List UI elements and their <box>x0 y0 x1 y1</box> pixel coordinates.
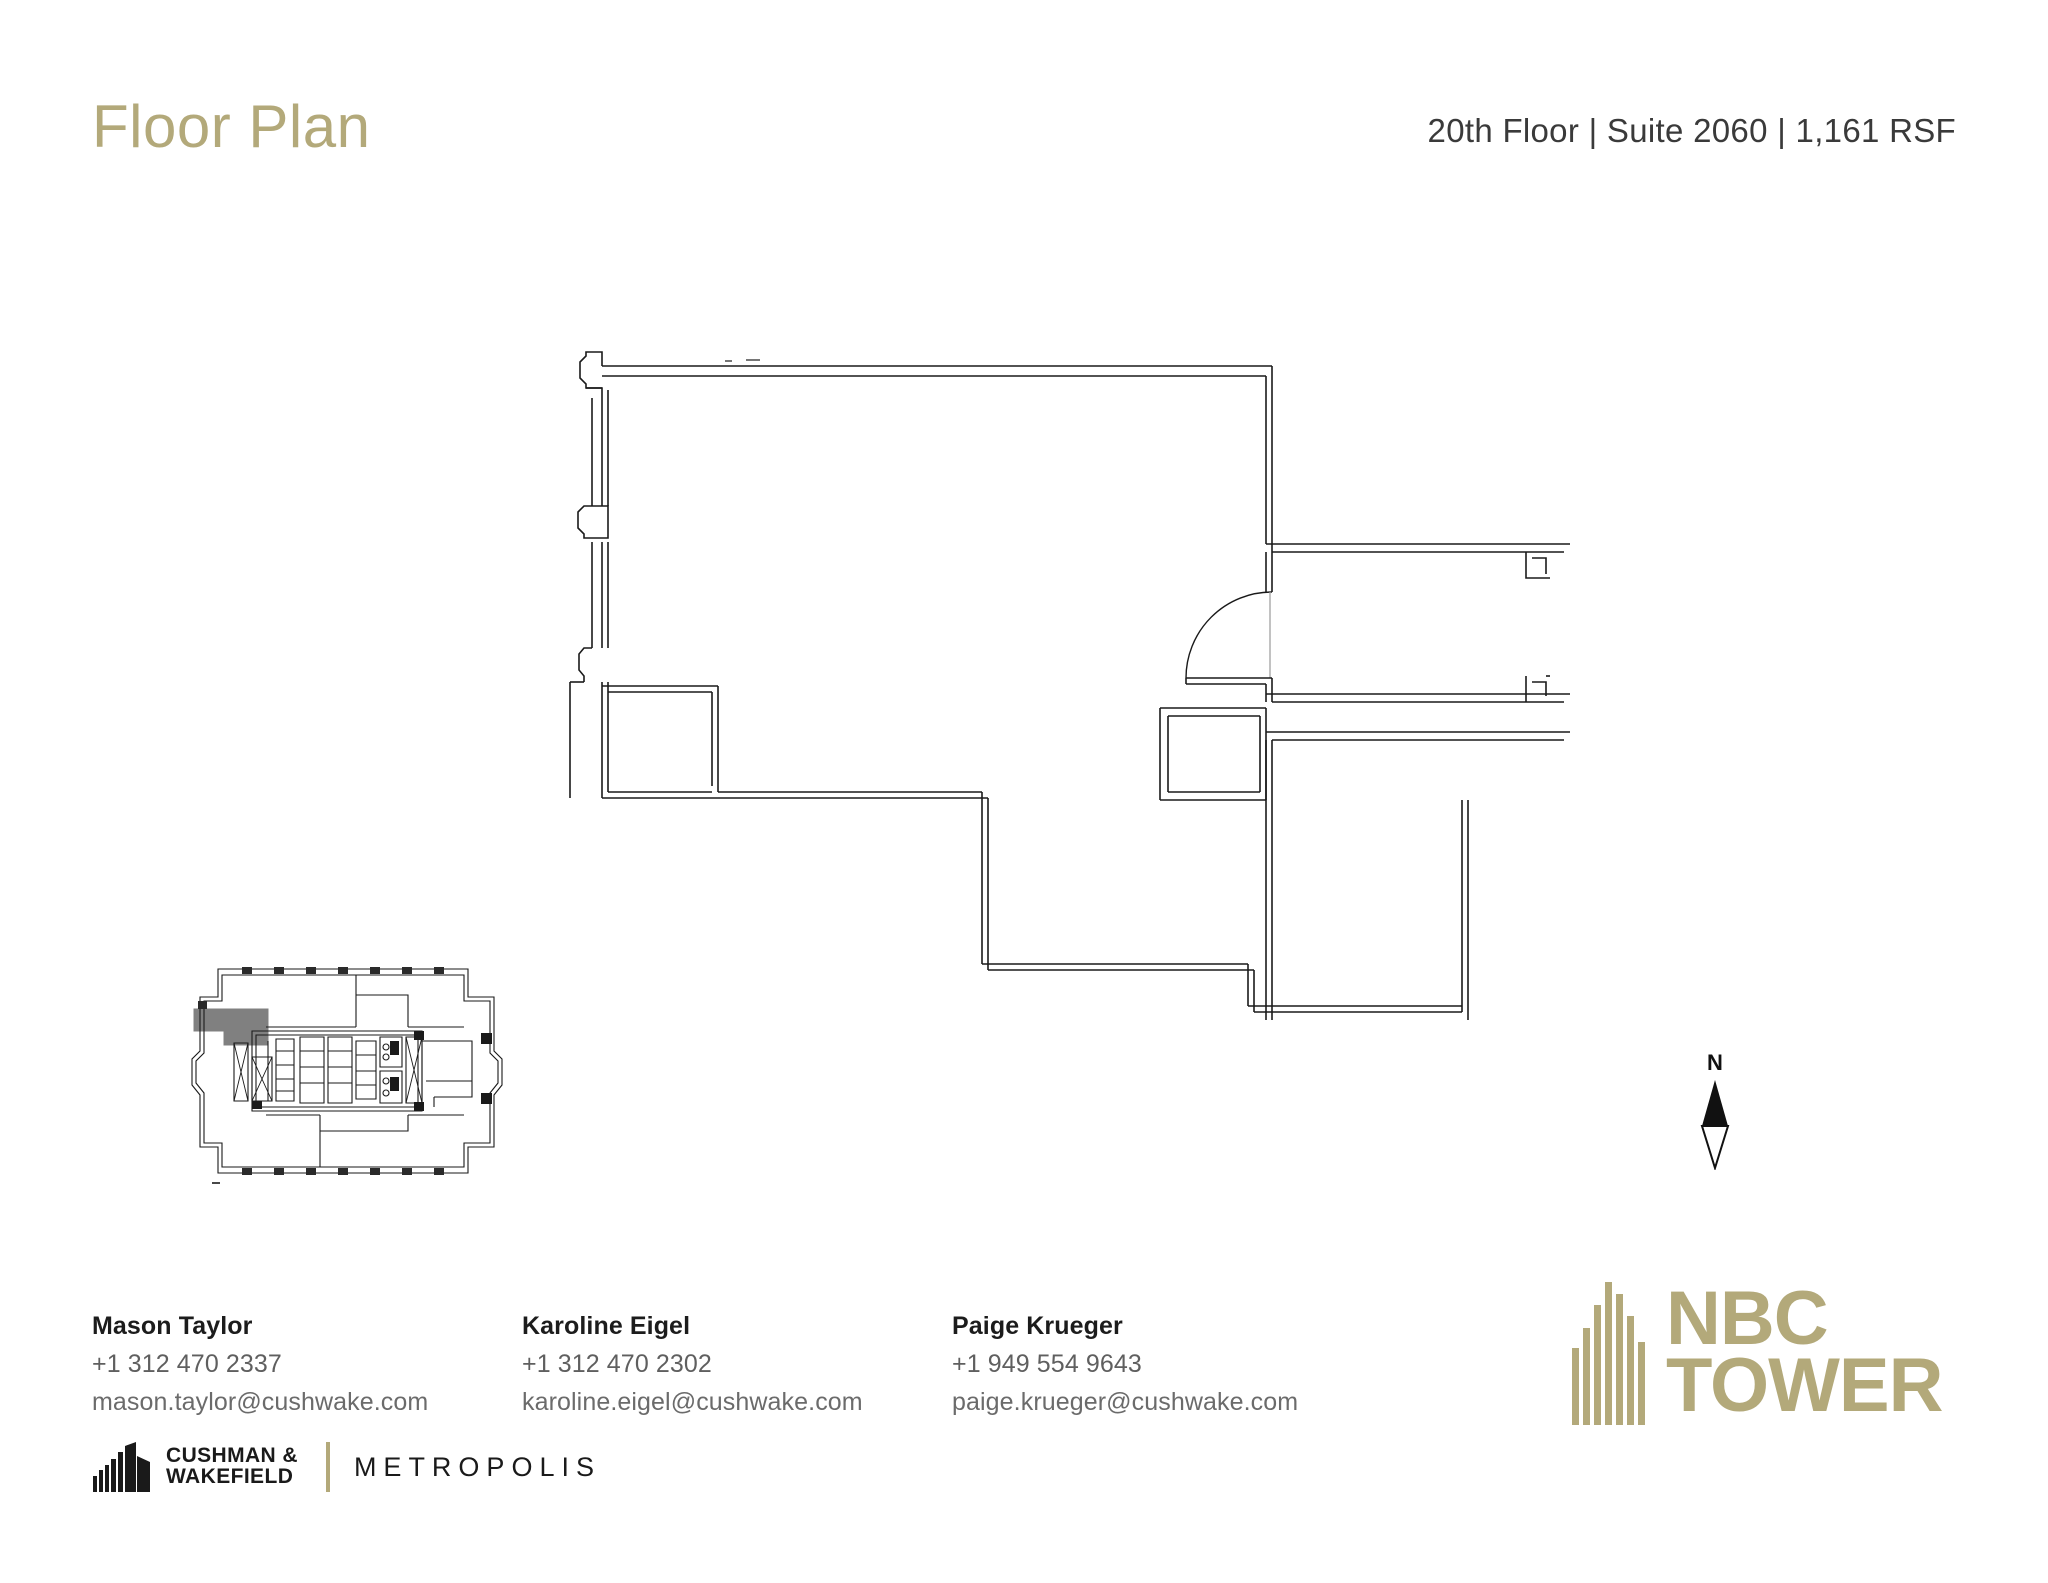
contact-list: Mason Taylor +1 312 470 2337 mason.taylo… <box>92 1312 1432 1417</box>
north-arrow: N <box>1680 1050 1750 1170</box>
contact-card: Karoline Eigel +1 312 470 2302 karoline.… <box>522 1312 952 1417</box>
nbc-line-2: TOWER <box>1666 1342 1943 1428</box>
contact-card: Paige Krueger +1 949 554 9643 paige.krue… <box>952 1312 1382 1417</box>
contact-email[interactable]: karoline.eigel@cushwake.com <box>522 1388 863 1416</box>
contact-name: Mason Taylor <box>92 1312 253 1340</box>
contact-phone[interactable]: +1 949 554 9643 <box>952 1350 1142 1378</box>
contact-email[interactable]: paige.krueger@cushwake.com <box>952 1388 1299 1416</box>
suite-info-label: 20th Floor | Suite 2060 | 1,161 RSF <box>1427 112 1956 149</box>
nbc-tower-building-icon <box>1572 1282 1645 1425</box>
contact-phone[interactable]: +1 312 470 2337 <box>92 1350 282 1378</box>
key-plan-suite-highlight <box>193 1008 269 1046</box>
contact-card: Mason Taylor +1 312 470 2337 mason.taylo… <box>92 1312 522 1417</box>
cushman-building-icon <box>93 1442 150 1492</box>
cushman-line-2: WAKEFIELD <box>166 1465 294 1488</box>
floor-plan-svg <box>569 351 1570 1020</box>
logo-divider <box>325 1442 330 1492</box>
floor-plan-drawing <box>560 330 1760 1020</box>
page-header: Floor Plan 20th Floor | Suite 2060 | 1,1… <box>0 0 2048 200</box>
nbc-line-1: NBC <box>1666 1275 1829 1361</box>
contact-phone[interactable]: +1 312 470 2302 <box>522 1350 712 1378</box>
key-plan-svg <box>191 967 503 1184</box>
nbc-tower-logo: NBC TOWER <box>1570 1275 1950 1430</box>
cushman-wakefield-wordmark: CUSHMAN & WAKEFIELD <box>166 1446 298 1487</box>
north-label: N <box>1707 1050 1723 1075</box>
north-arrow-icon <box>1700 1080 1730 1170</box>
contact-name: Karoline Eigel <box>522 1312 691 1340</box>
cushman-wakefield-metropolis-logo: CUSHMAN & WAKEFIELD METROPOLIS <box>92 1438 601 1496</box>
nbc-tower-wordmark: NBC TOWER <box>1666 1275 1943 1428</box>
metropolis-wordmark: METROPOLIS <box>353 1451 601 1482</box>
key-plan <box>190 955 510 1190</box>
contact-name: Paige Krueger <box>952 1312 1123 1340</box>
page-title: Floor Plan <box>92 93 371 160</box>
contact-email[interactable]: mason.taylor@cushwake.com <box>92 1388 429 1416</box>
cushman-line-1: CUSHMAN & <box>166 1444 298 1468</box>
